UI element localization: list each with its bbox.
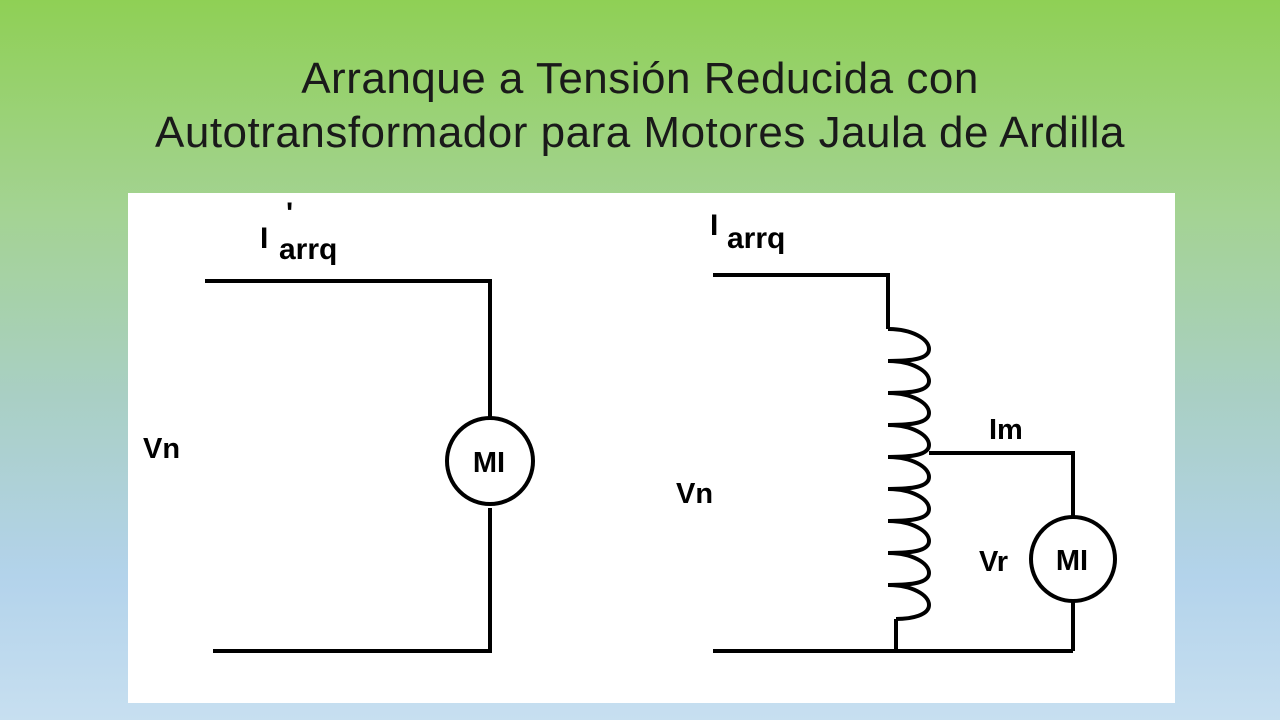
left-current-main: I — [260, 222, 268, 255]
right-current-sub: arrq — [727, 222, 785, 255]
left-motor-label: MI — [473, 447, 505, 479]
right-circuit: MI I arrq Vn Im Vr — [676, 209, 1117, 653]
left-motor-symbol — [445, 416, 535, 506]
right-reduced-voltage-label: Vr — [979, 546, 1008, 578]
right-tap-wire — [929, 451, 1075, 516]
right-motor-symbol — [1029, 515, 1117, 603]
right-current-main: I — [710, 209, 718, 242]
right-top-wire — [713, 273, 890, 329]
left-bottom-wire — [213, 508, 492, 653]
circuit-diagrams: MI I ' arrq Vn MI I arrq Vn Im Vr — [143, 197, 1117, 653]
right-voltage-label: Vn — [676, 478, 713, 510]
title-line-1: Arranque a Tensión Reducida con — [301, 54, 979, 103]
title-line-2: Autotransformador para Motores Jaula de … — [155, 108, 1125, 157]
diagram-panel: MI I ' arrq Vn MI I arrq Vn Im Vr — [128, 193, 1175, 703]
left-top-wire — [205, 279, 492, 418]
left-current-prime: ' — [286, 197, 293, 230]
autotransformer-coil — [887, 327, 932, 621]
left-circuit: MI I ' arrq Vn — [143, 197, 535, 653]
right-motor-label: MI — [1056, 545, 1088, 577]
right-motor-current-label: Im — [989, 414, 1023, 446]
left-voltage-label: Vn — [143, 433, 180, 465]
slide-title: Arranque a Tensión Reducida con Autotran… — [0, 52, 1280, 160]
left-current-sub: arrq — [279, 233, 337, 266]
